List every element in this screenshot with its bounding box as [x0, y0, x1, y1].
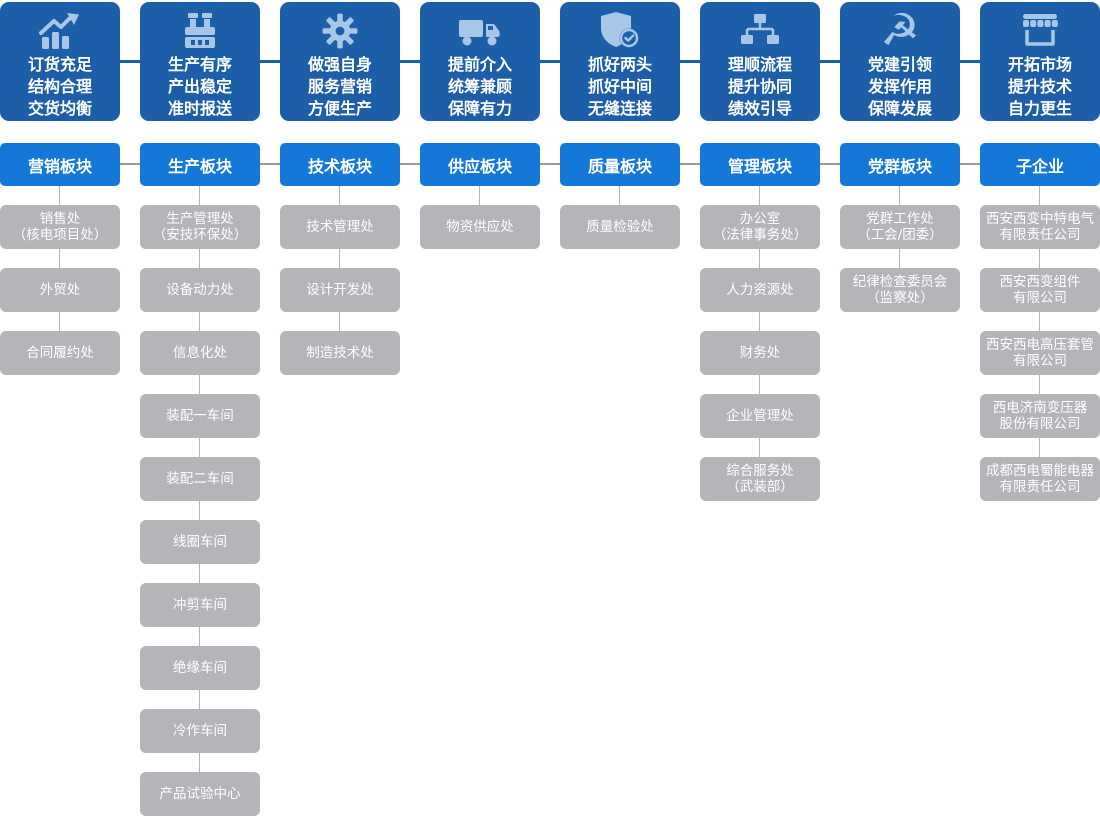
org-column-2: 生产有序 产出稳定 准时报送生产板块生产管理处 （安技环保处） 设备动力处信息化处…: [140, 0, 260, 825]
label-connector-line: [400, 163, 420, 165]
section-label: 供应板块: [420, 143, 540, 186]
vision-slogan: 做强自身 服务营销 方便生产: [307, 55, 372, 118]
department-box: 合同履约处: [0, 331, 120, 375]
department-box: 制造技术处: [280, 331, 400, 375]
vision-card: 订货充足 结构合理 交货均衡: [0, 2, 120, 121]
department-box: 冲剪车间: [140, 583, 260, 627]
department-box: 销售处 （核电项目处）: [0, 205, 120, 249]
department-box: 办公室 （法律事务处）: [700, 205, 820, 249]
department-box: 技术管理处: [280, 205, 400, 249]
truck-icon: [457, 8, 503, 54]
label-connector-line: [120, 163, 140, 165]
factory-icon: [178, 8, 222, 54]
org-column-6: 理顺流程 提升协同 绩效引导管理板块办公室 （法律事务处） 人力资源处财务处企业管…: [700, 0, 820, 825]
department-box: 装配二车间: [140, 457, 260, 501]
org-column-1: 订货充足 结构合理 交货均衡营销板块销售处 （核电项目处） 外贸处合同履约处: [0, 0, 120, 825]
vision-slogan: 生产有序 产出稳定 准时报送: [167, 55, 232, 118]
vision-slogan: 党建引领 发挥作用 保障发展: [867, 55, 932, 118]
department-box: 冷作车间: [140, 709, 260, 753]
department-box: 综合服务处 （武装部）: [700, 457, 820, 501]
label-connector-line: [540, 163, 560, 165]
org-column-8: 开拓市场 提升技术 自力更生子企业西安西变中特电气 有限责任公司西安西变组件 有…: [980, 0, 1100, 825]
storefront-icon: [1019, 8, 1061, 54]
header-connector-line: [540, 60, 560, 63]
department-box: 西电济南变压器 股份有限公司: [980, 394, 1100, 438]
department-box: 装配一车间: [140, 394, 260, 438]
section-label: 党群板块: [840, 143, 960, 186]
department-box: 人力资源处: [700, 268, 820, 312]
vision-card: 提前介入 统筹兼顾 保障有力: [420, 2, 540, 121]
vision-slogan: 理顺流程 提升协同 绩效引导: [727, 55, 792, 118]
header-connector-line: [960, 60, 980, 63]
department-box: 西安西电高压套管 有限公司: [980, 331, 1100, 375]
section-label: 技术板块: [280, 143, 400, 186]
department-box: 西安西变中特电气 有限责任公司: [980, 205, 1100, 249]
org-column-3: 做强自身 服务营销 方便生产技术板块技术管理处设计开发处制造技术处: [280, 0, 400, 825]
vision-slogan: 抓好两头 抓好中间 无缝连接: [587, 55, 652, 118]
department-box: 产品试验中心: [140, 772, 260, 816]
vision-card: 理顺流程 提升协同 绩效引导: [700, 2, 820, 121]
department-box: 外贸处: [0, 268, 120, 312]
department-box: 财务处: [700, 331, 820, 375]
vision-slogan: 订货充足 结构合理 交货均衡: [27, 55, 92, 118]
sitemap-icon: [739, 8, 781, 54]
department-box: 企业管理处: [700, 394, 820, 438]
org-column-5: 抓好两头 抓好中间 无缝连接质量板块质量检验处: [560, 0, 680, 825]
header-connector-line: [680, 60, 700, 63]
vision-card: 生产有序 产出稳定 准时报送: [140, 2, 260, 121]
vision-slogan: 提前介入 统筹兼顾 保障有力: [447, 55, 512, 118]
vision-slogan: 开拓市场 提升技术 自力更生: [1007, 55, 1072, 118]
org-column-7: ☭党建引领 发挥作用 保障发展党群板块党群工作处 （工会/团委） 纪律检查委员会 …: [840, 0, 960, 825]
header-connector-line: [260, 60, 280, 63]
section-label: 子企业: [980, 143, 1100, 186]
header-connector-line: [120, 60, 140, 63]
trend-chart-icon: [38, 8, 82, 54]
org-column-4: 提前介入 统筹兼顾 保障有力供应板块物资供应处: [420, 0, 540, 825]
department-box: 党群工作处 （工会/团委）: [840, 205, 960, 249]
header-connector-line: [400, 60, 420, 63]
hammer-sickle-icon: ☭: [880, 5, 920, 56]
department-box: 物资供应处: [420, 205, 540, 249]
section-label: 管理板块: [700, 143, 820, 186]
vision-card: ☭党建引领 发挥作用 保障发展: [840, 2, 960, 121]
vision-card: 做强自身 服务营销 方便生产: [280, 2, 400, 121]
label-connector-line: [820, 163, 840, 165]
department-box: 信息化处: [140, 331, 260, 375]
gear-icon: [320, 8, 360, 54]
department-box: 设备动力处: [140, 268, 260, 312]
department-box: 线圈车间: [140, 520, 260, 564]
department-box: 设计开发处: [280, 268, 400, 312]
department-box: 质量检验处: [560, 205, 680, 249]
label-connector-line: [680, 163, 700, 165]
department-box: 纪律检查委员会 （监察处）: [840, 268, 960, 312]
vision-card: 开拓市场 提升技术 自力更生: [980, 2, 1100, 121]
department-box: 西安西变组件 有限公司: [980, 268, 1100, 312]
shield-check-icon: [598, 8, 642, 54]
label-connector-line: [260, 163, 280, 165]
section-label: 质量板块: [560, 143, 680, 186]
section-label: 生产板块: [140, 143, 260, 186]
department-box: 成都西电蜀能电器 有限责任公司: [980, 457, 1100, 501]
header-connector-line: [820, 60, 840, 63]
label-connector-line: [960, 163, 980, 165]
vision-card: 抓好两头 抓好中间 无缝连接: [560, 2, 680, 121]
department-box: 绝缘车间: [140, 646, 260, 690]
section-label: 营销板块: [0, 143, 120, 186]
department-box: 生产管理处 （安技环保处）: [140, 205, 260, 249]
